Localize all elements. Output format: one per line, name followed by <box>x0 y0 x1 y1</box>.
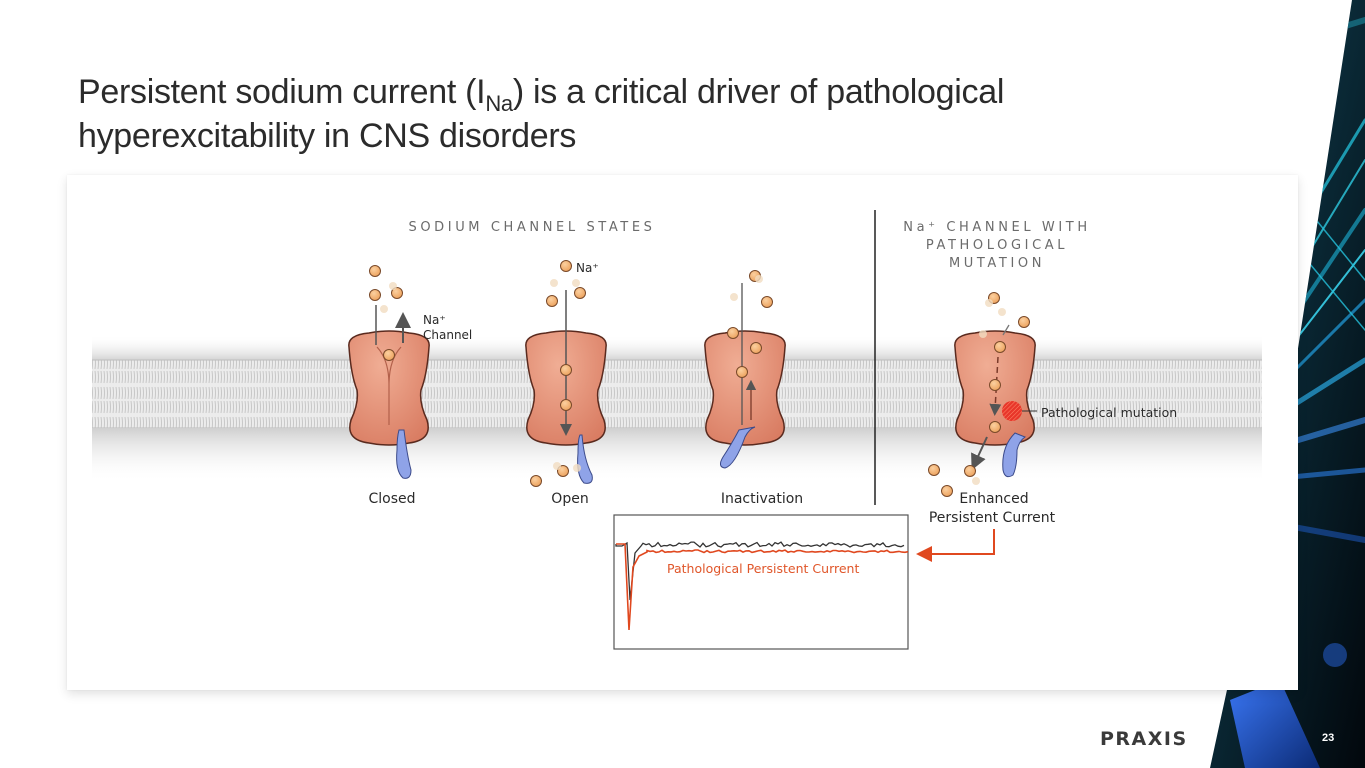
mutant-label-line-2: Persistent Current <box>929 510 1056 526</box>
right-title-line-1: Na⁺ CHANNEL WITH <box>903 220 1091 235</box>
title-subscript: Na <box>485 90 513 116</box>
left-section-title: SODIUM CHANNEL STATES <box>408 220 656 235</box>
right-title-line-2: PATHOLOGICAL <box>925 238 1069 253</box>
right-section-title: Na⁺ CHANNEL WITH PATHOLOGICAL MUTATION <box>877 219 1117 273</box>
ion-label: Na⁺ <box>576 261 599 275</box>
channel-label: Na⁺ Channel <box>423 313 503 343</box>
right-title-line-3: MUTATION <box>948 256 1046 271</box>
diagram-panel: SODIUM CHANNEL STATES Na⁺ CHANNEL WITH P… <box>67 175 1298 690</box>
mutation-label: Pathological mutation <box>1041 405 1177 420</box>
page-number: 23 <box>1322 732 1335 744</box>
mutation-marker <box>1002 401 1022 421</box>
sodium-channel-diagram: SODIUM CHANNEL STATES Na⁺ CHANNEL WITH P… <box>92 210 1262 650</box>
connector-arrow <box>916 529 995 562</box>
channel-inactivation <box>704 270 786 469</box>
channel-open <box>525 260 607 487</box>
pathological-current-trace <box>616 543 909 631</box>
state-label-open: Open <box>551 491 588 507</box>
channel-label-line-2: Channel <box>423 328 473 342</box>
trace-label: Pathological Persistent Current <box>667 561 859 576</box>
mutant-label-line-1: Enhanced <box>959 491 1028 507</box>
channel-label-line-1: Na⁺ <box>423 313 446 327</box>
cell-membrane <box>92 335 1262 483</box>
normal-current-trace <box>615 541 905 601</box>
channel-closed <box>348 265 430 479</box>
slide-title: Persistent sodium current (INa) is a cri… <box>78 70 1178 158</box>
praxis-logo: PRAXIS <box>1100 728 1188 750</box>
state-label-closed: Closed <box>368 491 415 507</box>
state-label-inactivation: Inactivation <box>721 491 803 507</box>
title-text-part1: Persistent sodium current (I <box>78 72 486 111</box>
title-text-part2: ) is a critical driver of pathological h… <box>78 72 1005 155</box>
channel-mutant <box>928 292 1037 497</box>
current-trace-chart: Pathological Persistent Current <box>613 514 909 650</box>
